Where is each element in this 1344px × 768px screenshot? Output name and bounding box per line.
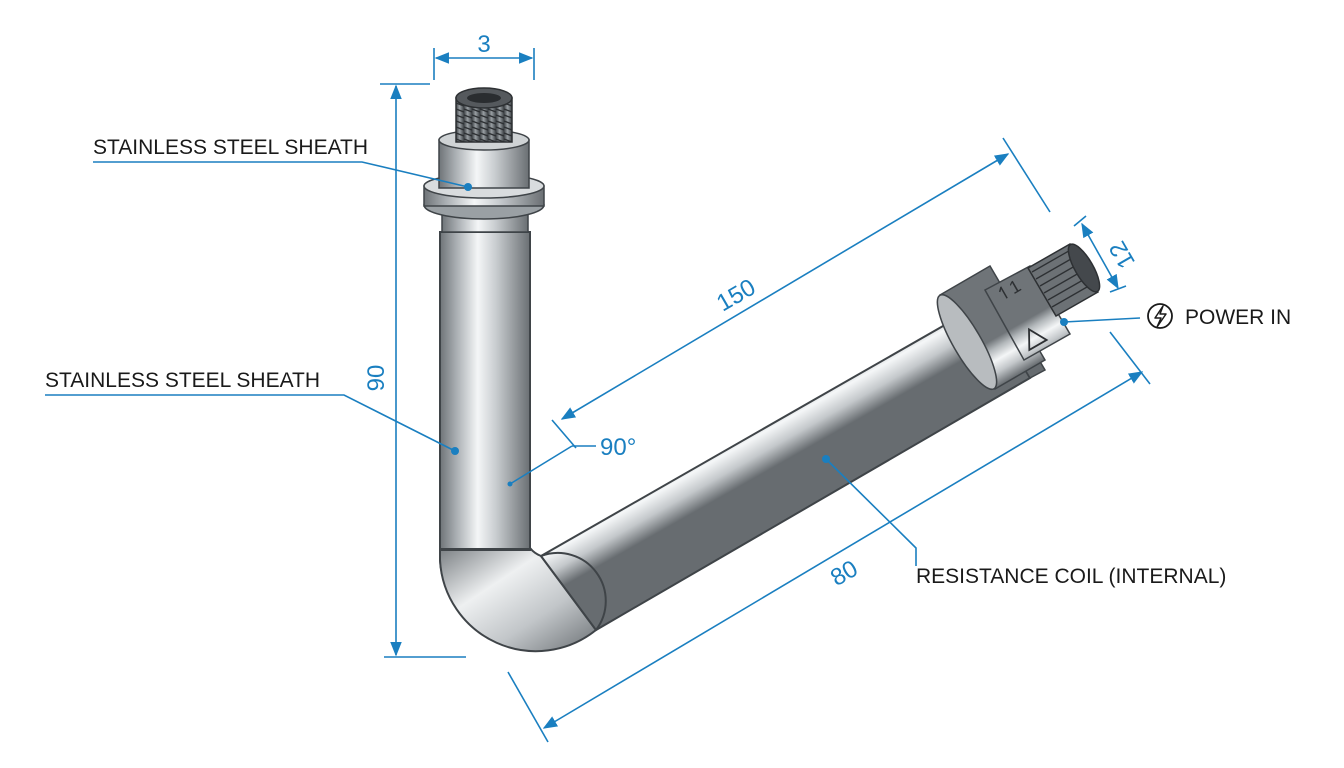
dimension-thread-width: 3 [433, 31, 535, 80]
dimension-angle: 90° [507, 434, 636, 487]
vertical-tube [439, 231, 531, 551]
label-resistance-coil: RESISTANCE COIL (INTERNAL) [916, 565, 1226, 588]
dim-height: 90 [363, 365, 390, 392]
label-sheath-mid: STAINLESS STEEL SHEATH [45, 369, 320, 392]
label-sheath-top: STAINLESS STEEL SHEATH [93, 136, 368, 159]
dim-thread-right: 12 [1104, 236, 1141, 273]
lightning-bolt-icon [1147, 303, 1173, 329]
callout-sheath-mid: STAINLESS STEEL SHEATH [45, 369, 459, 455]
warning-triangle-icon [1028, 327, 1049, 352]
top-fitting [423, 87, 545, 233]
dim-thread-width: 3 [477, 31, 490, 58]
dimension-height: 90 [363, 83, 466, 658]
dim-length-bottom: 80 [826, 555, 863, 592]
dim-angle: 90° [600, 434, 636, 461]
label-power-in: POWER IN [1185, 306, 1291, 329]
dim-length-top: 150 [712, 274, 760, 317]
callout-sheath-top: STAINLESS STEEL SHEATH [93, 136, 472, 191]
callout-power-in: POWER IN [1060, 303, 1291, 329]
callout-resistance-coil: RESISTANCE COIL (INTERNAL) [822, 455, 1226, 588]
